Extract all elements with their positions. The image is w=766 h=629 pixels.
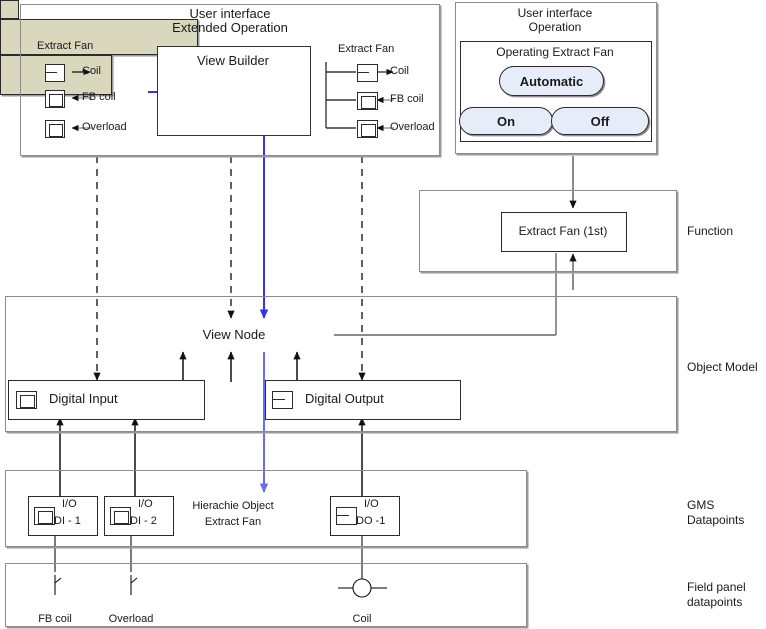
left-signal-label-fb-coil: FB coil: [82, 91, 116, 103]
io-output-icon: [272, 391, 293, 409]
digital-output-box[interactable]: [265, 380, 461, 420]
view-node-box[interactable]: [0, 19, 198, 55]
io-output-icon: [45, 64, 65, 82]
gms-datapoint-di-2-line1: I/O: [138, 498, 153, 510]
automatic-button-label: Automatic: [519, 73, 584, 89]
field-panel-label-overload: Overload: [108, 613, 154, 625]
ui-extended-title-line1: User interface: [189, 6, 271, 21]
gms-datapoint-di-1-line2: DI - 1: [54, 515, 81, 527]
panel-ui-extended-operation: [20, 4, 440, 156]
right-signal-label-overload: Overload: [390, 121, 435, 133]
layer-label-function: Function: [687, 224, 734, 238]
panel-ui-operation: [455, 2, 657, 154]
digital-input-box[interactable]: [8, 380, 205, 420]
on-button[interactable]: On: [459, 107, 553, 135]
io-input-icon: [45, 120, 65, 138]
field-panel-label-fb-coil: FB coil: [38, 613, 72, 625]
io-input-icon: [110, 507, 131, 525]
io-input-icon: [357, 92, 378, 110]
layer-field-panel: [5, 563, 527, 627]
operating-extract-fan-title: Operating Extract Fan: [496, 45, 614, 59]
view-node-label: View Node: [202, 327, 266, 342]
layer-label-field-panel-line1: Field panel: [687, 580, 746, 594]
layer-gms-datapoints: [5, 470, 527, 547]
automatic-button[interactable]: Automatic: [499, 66, 604, 96]
view-builder-label: View Builder: [196, 53, 270, 68]
digital-input-label: Digital Input: [49, 391, 118, 406]
ui-operation-title-line1: User interface: [517, 6, 593, 20]
right-group-label: Extract Fan: [338, 43, 395, 55]
io-output-icon: [357, 64, 378, 82]
gms-datapoint-di-2-line2: DI - 2: [130, 515, 157, 527]
layer-object-model: [5, 296, 677, 432]
gms-hierarchy-object-line2: Extract Fan: [204, 516, 262, 528]
left-group-label: Extract Fan: [37, 40, 94, 52]
layer-label-gms-line1: GMS: [687, 498, 715, 512]
ui-extended-title-line2: Extended Operation: [172, 20, 288, 35]
layer-function: [419, 190, 677, 272]
right-signal-label-coil: Coil: [390, 65, 409, 77]
view-builder-box[interactable]: [157, 46, 311, 136]
layer-label-gms-line2: Datapoints: [687, 513, 745, 527]
io-input-icon: [16, 391, 37, 409]
layer-label-object-model: Object Model: [687, 360, 758, 374]
right-signal-label-fb-coil: FB coil: [390, 93, 424, 105]
io-input-icon: [45, 90, 65, 108]
left-signal-label-overload: Overload: [82, 121, 127, 133]
ui-operation-title-line2: Operation: [528, 20, 582, 34]
io-output-icon: [336, 507, 357, 525]
gms-datapoint-do-1-line2: DO -1: [356, 515, 386, 527]
extract-fan-function-node[interactable]: [501, 212, 627, 252]
extract-fan-function-node-label: Extract Fan (1st): [518, 224, 608, 238]
gms-datapoint-do-1-line1: I/O: [364, 498, 379, 510]
layer-label-field-panel-line2: datapoints: [687, 595, 743, 609]
gms-hierarchy-object-line1: Hierachie Object: [192, 500, 274, 512]
gms-datapoint-di-1-line1: I/O: [62, 498, 77, 510]
extract-fan-tree-node-icon: [0, 0, 19, 19]
field-panel-label-coil: Coil: [352, 613, 372, 625]
on-button-label: On: [496, 113, 516, 129]
digital-output-label: Digital Output: [305, 391, 384, 406]
io-input-icon: [34, 507, 55, 525]
left-signal-label-coil: Coil: [82, 65, 101, 77]
off-button-label: Off: [590, 113, 610, 129]
io-input-icon: [357, 120, 378, 138]
off-button[interactable]: Off: [551, 107, 649, 135]
